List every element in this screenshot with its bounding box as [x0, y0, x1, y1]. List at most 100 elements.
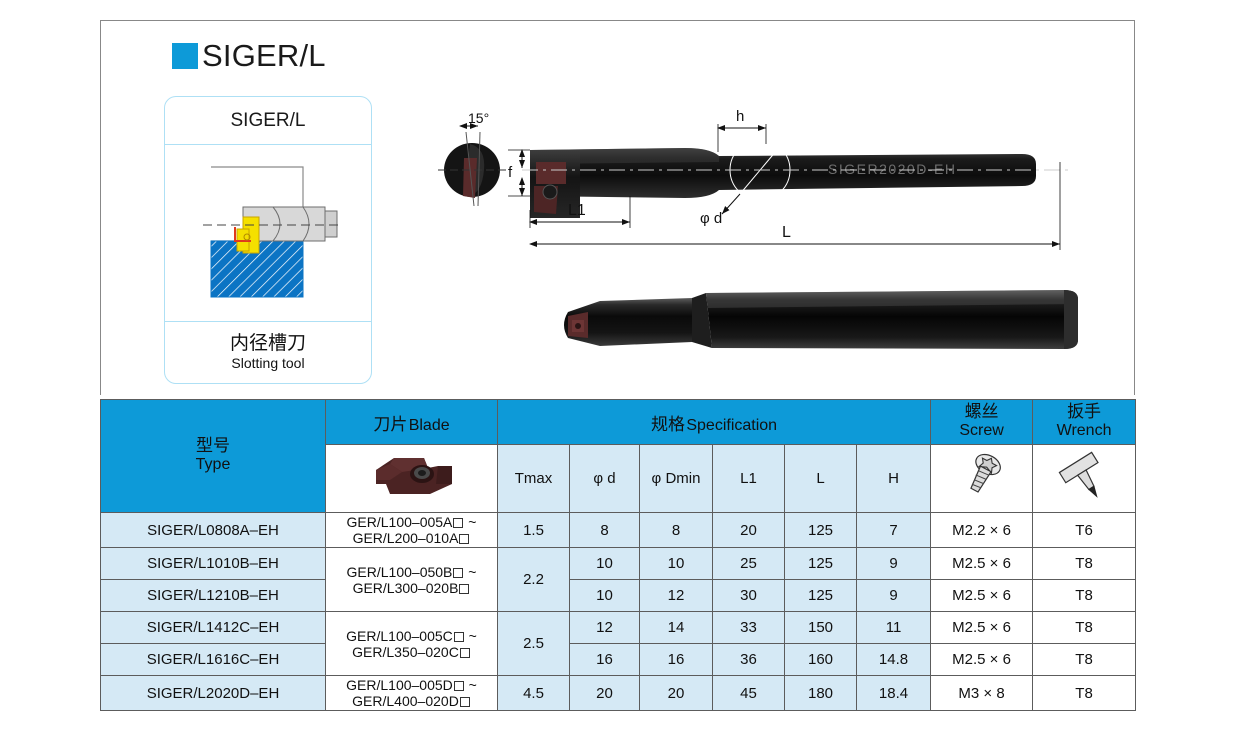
- th-l: L: [784, 444, 857, 513]
- cell-type: SIGER/L1210B–EH: [100, 579, 326, 613]
- caption-en: Slotting tool: [231, 355, 305, 372]
- box-symbol-icon: [453, 681, 464, 692]
- table-header-row-1: 型号 Type 刀片 Blade 规格 Specification 螺丝 Scr…: [100, 399, 1137, 513]
- table-row: SIGER/L1010B–EH GER/L100–050B ~ GER/L300…: [100, 547, 1137, 613]
- f-dimension-label: f: [508, 164, 513, 181]
- cell-blade: GER/L100–005D ~ GER/L400–020D: [325, 675, 498, 712]
- cell-wrench: T8: [1032, 547, 1137, 581]
- angle-dimension-label: 15°: [468, 110, 490, 126]
- cell-wrench: T8: [1032, 611, 1137, 645]
- cell-screw: M3 × 8: [930, 675, 1034, 712]
- box-symbol-icon: [453, 518, 464, 528]
- th-l1: L1: [712, 444, 785, 513]
- cell-l1: 45: [712, 675, 785, 712]
- cell-l1: 33: [712, 611, 785, 645]
- cell-type: SIGER/L0808A–EH: [100, 511, 326, 549]
- cell-h: 18.4: [855, 675, 932, 712]
- th-h: H: [855, 444, 932, 513]
- cell-l: 160: [784, 643, 857, 677]
- cell-phi-d: 12: [569, 611, 640, 645]
- cell-wrench: T8: [1032, 643, 1137, 677]
- specification-table: 型号 Type 刀片 Blade 规格 Specification 螺丝 Scr…: [100, 399, 1137, 712]
- bar-engraving-text: SIGER2020D-EH: [828, 161, 956, 177]
- caption-cn: 内径槽刀: [229, 333, 306, 355]
- cell-screw: M2.5 × 6: [930, 611, 1034, 645]
- box-symbol-icon: [459, 534, 470, 545]
- cell-screw: M2.5 × 6: [930, 579, 1034, 613]
- cell-l: 125: [784, 547, 857, 581]
- l-dimension-label: L: [782, 224, 791, 241]
- table-row: SIGER/L0808A–EH GER/L100–005A ~ GER/L200…: [100, 511, 1137, 549]
- cell-screw: M2.5 × 6: [930, 643, 1034, 677]
- cell-h: 14.8: [855, 643, 932, 677]
- cell-screw: M2.5 × 6: [930, 547, 1034, 581]
- brand-title: SIGER/L: [202, 38, 326, 73]
- th-phi-dmin: φ Dmin: [639, 444, 713, 513]
- box-symbol-icon: [453, 567, 464, 578]
- brand-header: SIGER/L: [172, 38, 326, 74]
- cell-phi-dmin: 16: [639, 643, 713, 677]
- cell-h: 7: [855, 511, 932, 549]
- th-screw: 螺丝 Screw: [930, 399, 1034, 445]
- cell-tmax: 2.5: [497, 611, 570, 677]
- table-row: SIGER/L1412C–EH GER/L100–005C ~ GER/L350…: [100, 611, 1137, 677]
- box-symbol-icon: [459, 697, 470, 708]
- product-photo: [540, 268, 1100, 378]
- cell-phi-d: 16: [569, 643, 640, 677]
- phi-d-dimension-label: φ d: [700, 210, 723, 227]
- cell-phi-dmin: 20: [639, 675, 713, 712]
- technical-drawing: SIGER2020D-EH 15° h f L: [430, 108, 1090, 260]
- cell-type: SIGER/L1616C–EH: [100, 643, 326, 677]
- th-specification: 规格 Specification: [496, 399, 932, 445]
- cell-wrench: T6: [1032, 511, 1137, 549]
- application-card: SIGER/L: [164, 96, 372, 384]
- cell-phi-d: 20: [569, 675, 640, 712]
- cell-l1: 36: [712, 643, 785, 677]
- cell-l: 125: [784, 579, 857, 613]
- table-row: SIGER/L1210B–EH 10 12 30 125 9 M2.5 × 6 …: [100, 579, 1137, 613]
- cell-phi-dmin: 12: [639, 579, 713, 613]
- wrench-icon: [1032, 444, 1137, 513]
- cell-type: SIGER/L1412C–EH: [100, 611, 326, 645]
- th-blade: 刀片 Blade: [325, 399, 498, 445]
- cell-wrench: T8: [1032, 675, 1137, 712]
- cell-screw: M2.2 × 6: [930, 511, 1034, 549]
- l1-dimension-label: L1: [568, 202, 586, 219]
- cell-l1: 25: [712, 547, 785, 581]
- cell-l1: 20: [712, 511, 785, 549]
- cell-tmax: 2.2: [497, 547, 570, 613]
- h-dimension-label: h: [736, 108, 745, 125]
- cell-type: SIGER/L2020D–EH: [100, 675, 326, 712]
- table-row: SIGER/L1616C–EH 16 16 36 160 14.8 M2.5 ×…: [100, 643, 1137, 677]
- cell-phi-d: 8: [569, 511, 640, 549]
- cell-phi-dmin: 8: [639, 511, 713, 549]
- cell-tmax: 4.5: [497, 675, 570, 712]
- cell-h: 9: [855, 547, 932, 581]
- cell-type: SIGER/L1010B–EH: [100, 547, 326, 581]
- table-header-row-2: Tmax φ d φ Dmin L1 L H: [101, 444, 1137, 513]
- cell-phi-dmin: 14: [639, 611, 713, 645]
- application-card-title: SIGER/L: [165, 97, 371, 145]
- th-type: 型号 Type: [100, 399, 326, 513]
- cell-l: 180: [784, 675, 857, 712]
- screw-icon: [930, 444, 1034, 513]
- th-phi-d: φ d: [569, 444, 640, 513]
- cell-l: 125: [784, 511, 857, 549]
- blade-insert-image: [325, 444, 498, 513]
- brand-square-icon: [172, 43, 198, 69]
- cell-blade: GER/L100–005C ~ GER/L350–020C: [325, 611, 498, 677]
- cell-wrench: T8: [1032, 579, 1137, 613]
- cell-h: 11: [855, 611, 932, 645]
- cell-l: 150: [784, 611, 857, 645]
- cell-blade: GER/L100–050B ~ GER/L300–020B: [325, 547, 498, 613]
- cell-phi-d: 10: [569, 579, 640, 613]
- table-row: SIGER/L2020D–EH GER/L100–005D ~ GER/L400…: [100, 675, 1137, 712]
- slotting-operation-diagram: [165, 145, 371, 323]
- cell-blade: GER/L100–005A ~ GER/L200–010A: [325, 511, 498, 549]
- cell-phi-d: 10: [569, 547, 640, 581]
- cell-phi-dmin: 10: [639, 547, 713, 581]
- cell-h: 9: [855, 579, 932, 613]
- th-tmax: Tmax: [497, 444, 570, 513]
- box-symbol-icon: [453, 631, 464, 642]
